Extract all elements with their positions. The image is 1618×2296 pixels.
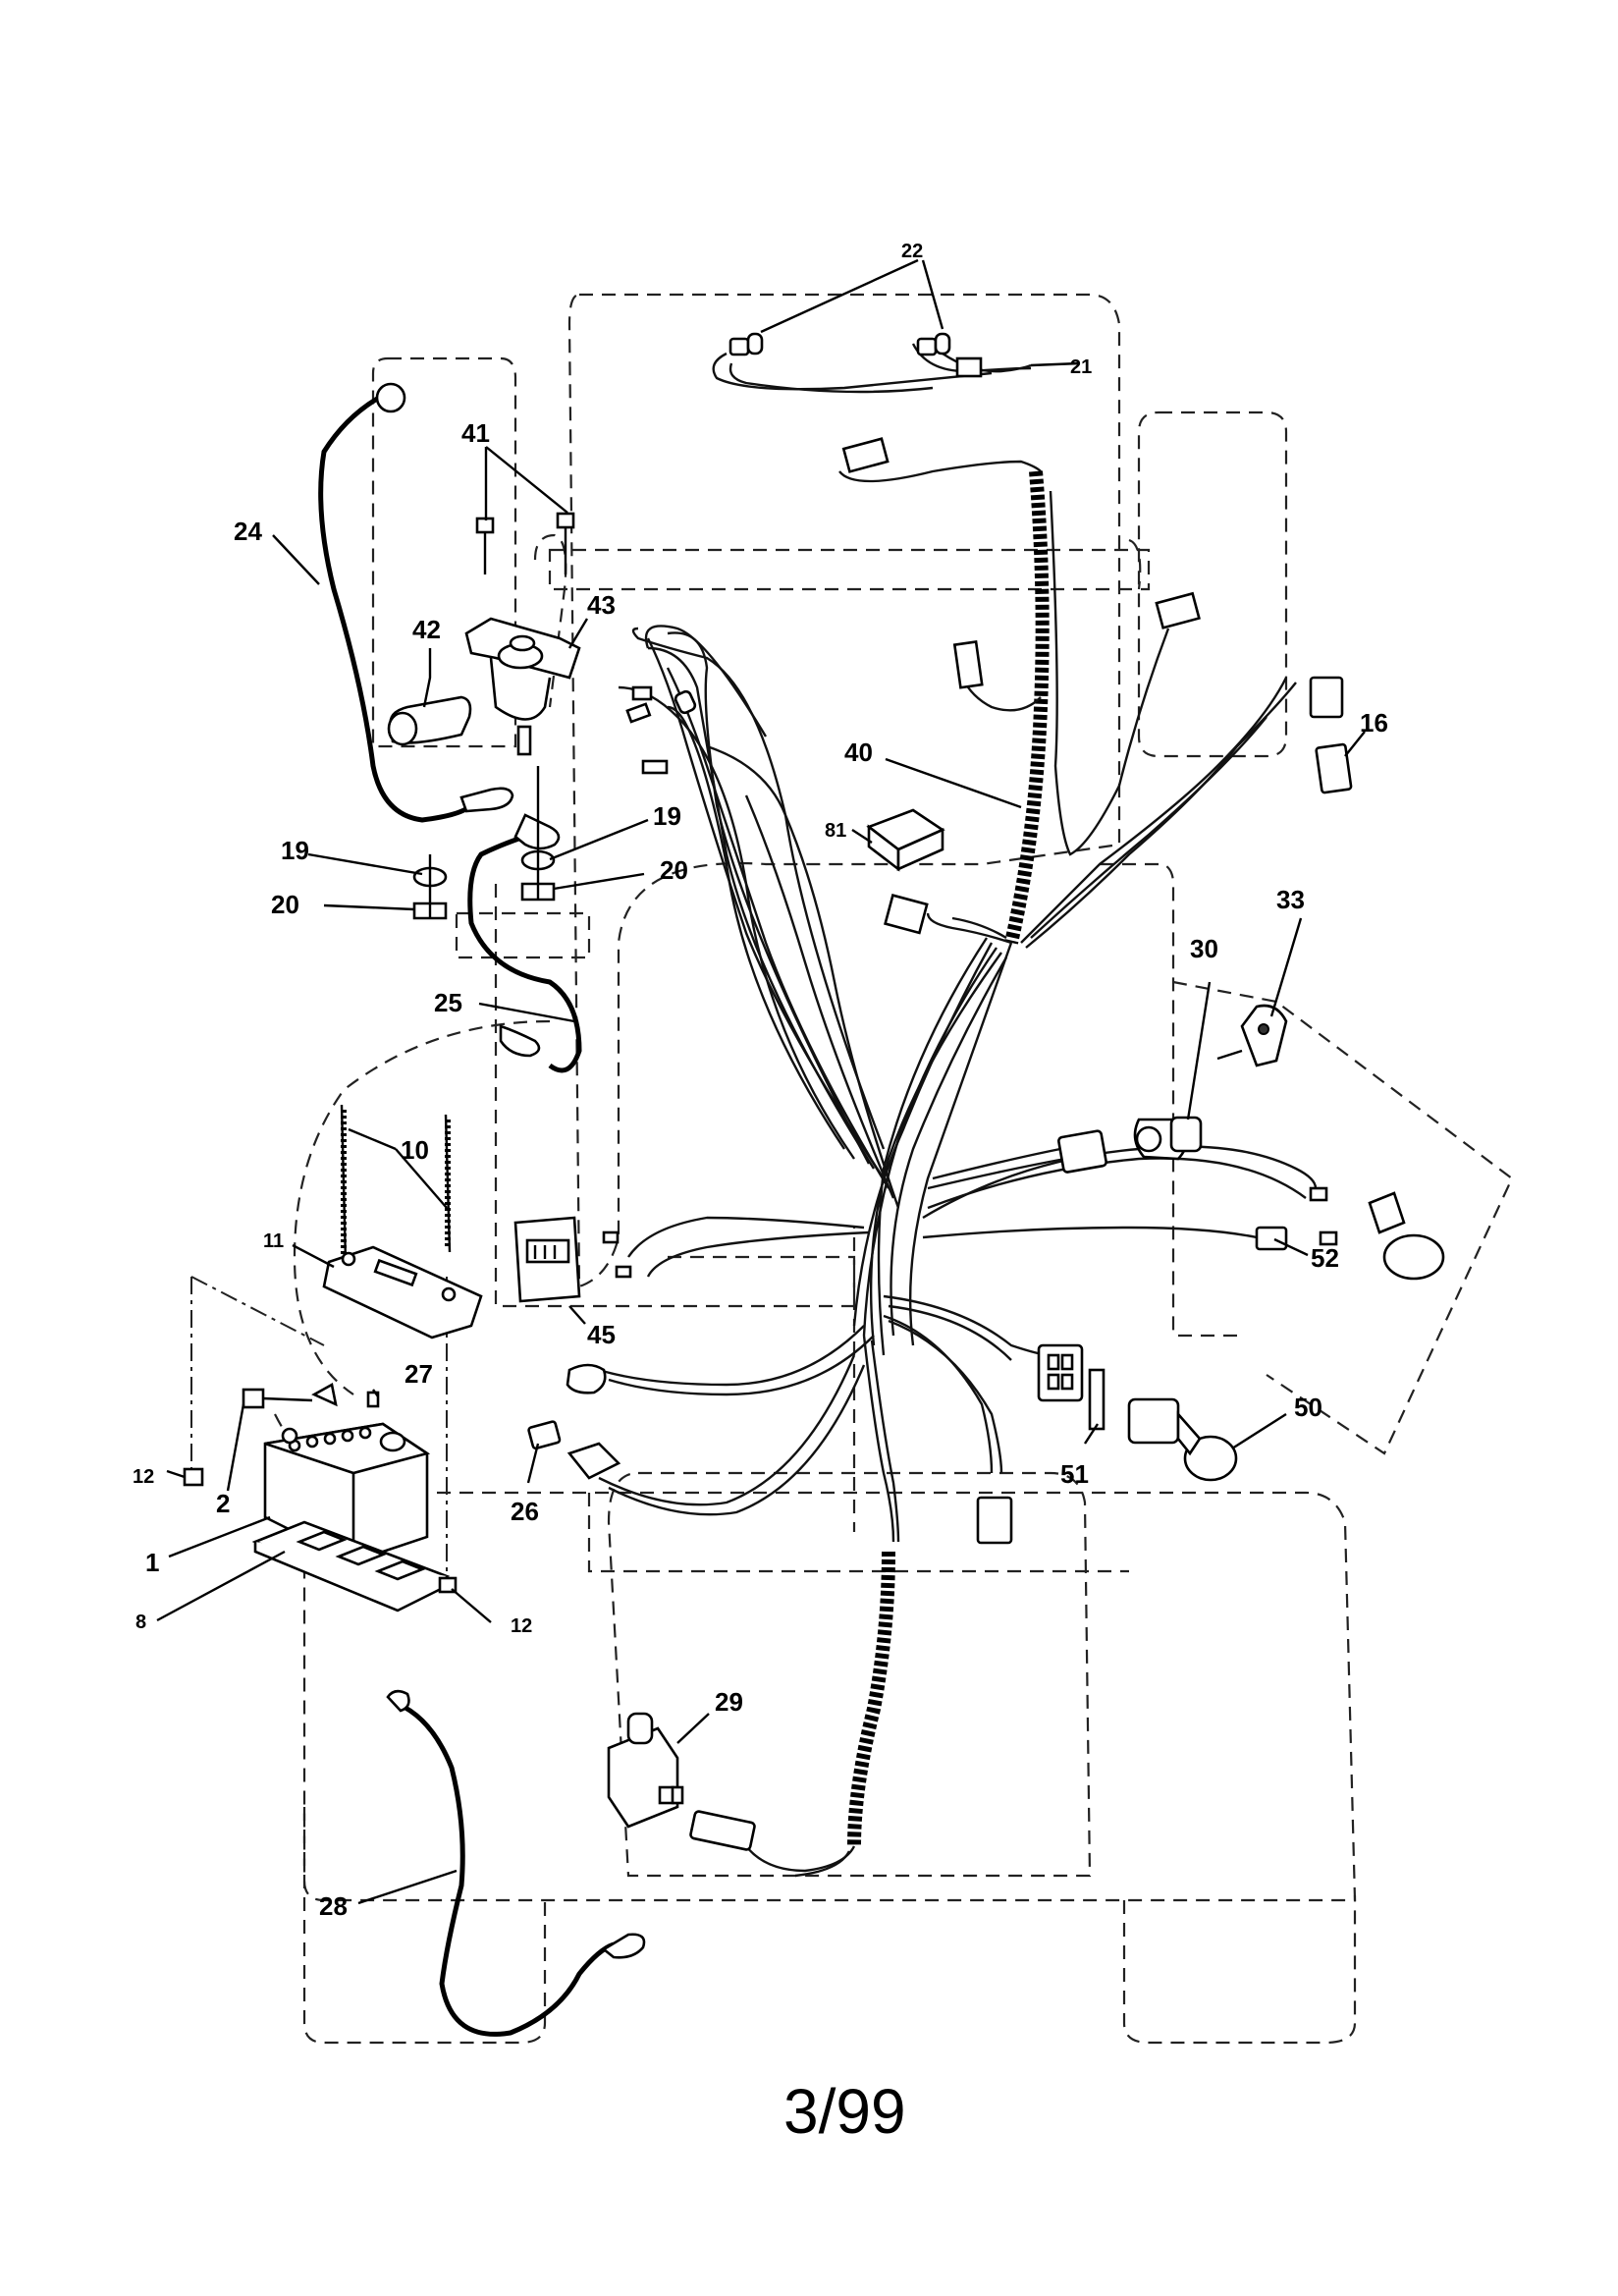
- harness-plug-mid: [952, 640, 984, 689]
- callout-24: 24: [234, 517, 262, 546]
- fuse-holder-26: [566, 1442, 621, 1480]
- bolt-41-left: [475, 517, 495, 574]
- terminal-right-1: [1309, 1186, 1328, 1202]
- inline-fuse-holder: [625, 702, 652, 724]
- upper-harness: [712, 343, 1297, 1878]
- callout-19-left: 19: [281, 836, 309, 865]
- callout-30: 30: [1190, 934, 1218, 963]
- main-wiring-harness: [598, 625, 1318, 1543]
- connector-16: [1315, 742, 1353, 794]
- parts: [183, 332, 1445, 2037]
- callout-41: 41: [461, 418, 490, 448]
- harness-terminal-upper-left: [641, 759, 669, 775]
- cable-28-eyelet-bottom: [601, 1933, 646, 1959]
- clip-12-left: [183, 1467, 204, 1487]
- callout-2: 2: [216, 1489, 230, 1518]
- headlight-bulb-right: [916, 332, 951, 356]
- callout-51: 51: [1060, 1459, 1089, 1489]
- safety-switch-33: [1216, 1004, 1288, 1067]
- callout-19-right: 19: [653, 801, 681, 831]
- callout-10: 10: [401, 1135, 429, 1165]
- battery-cable-24: [318, 390, 473, 823]
- relay-81-front: [896, 827, 944, 872]
- bolt-41-right: [556, 512, 575, 574]
- harness-connector-21: [955, 356, 983, 378]
- callout-16: 16: [1360, 708, 1388, 738]
- harness-connector-ignition: [1057, 1129, 1107, 1174]
- harness-connector-lower: [976, 1496, 1013, 1545]
- callout-22: 22: [901, 241, 923, 262]
- callout-12-left: 12: [133, 1466, 154, 1488]
- cable-24-eyelet-bottom: [459, 787, 514, 813]
- ground-eyelet: [566, 1363, 607, 1394]
- callout-20-right: 20: [660, 855, 688, 885]
- connector-52: [1255, 1226, 1288, 1251]
- callout-12-right: 12: [511, 1615, 532, 1637]
- fuse-26: [527, 1420, 562, 1450]
- light-socket: [1368, 1191, 1445, 1281]
- terminal-boot-42: [387, 695, 472, 746]
- callout-52: 52: [1311, 1243, 1339, 1273]
- starter-solenoid-43: [464, 617, 581, 756]
- battery-cable-28: [396, 1701, 615, 2037]
- callout-labels: 22 21 41 24 42 43 40 16 81 19 19 20 20 3…: [133, 241, 1388, 1921]
- battery-cable-25: [467, 832, 582, 1073]
- battery-hold-down-rods-10: [340, 1104, 452, 1263]
- callout-27: 27: [404, 1359, 433, 1389]
- harness-plug-right: [1155, 591, 1201, 629]
- headlight-bulb-left: [728, 332, 764, 356]
- terminal-right-2: [1319, 1230, 1338, 1246]
- callout-43: 43: [587, 590, 616, 620]
- seat-switch-connector: [689, 1810, 756, 1851]
- meter-terminal-1: [602, 1230, 620, 1244]
- callout-29: 29: [715, 1687, 743, 1717]
- leader-lines: [156, 258, 1366, 1905]
- callout-25: 25: [434, 988, 462, 1017]
- meter-terminal-2: [615, 1265, 632, 1279]
- harness-plug-lower-left: [884, 894, 929, 935]
- callout-33: 33: [1276, 885, 1305, 914]
- cable-24-eyelet-top: [375, 382, 406, 413]
- callout-1: 1: [145, 1548, 159, 1577]
- cable-25-eyelet-bottom: [499, 1024, 541, 1058]
- connector-51: [1037, 1343, 1106, 1431]
- battery-nut-27: [366, 1391, 380, 1408]
- seat-switch-29: [607, 1712, 684, 1829]
- callout-81: 81: [825, 820, 846, 842]
- callout-8: 8: [135, 1612, 146, 1633]
- battery-tray-8: [251, 1520, 451, 1613]
- callout-21: 21: [1070, 356, 1092, 378]
- callout-20-left: 20: [271, 890, 299, 919]
- page-number: 3/99: [783, 2076, 906, 2147]
- connector-16-socket: [1309, 676, 1344, 719]
- clip-12-right: [438, 1576, 458, 1594]
- pto-switch-50: [1127, 1397, 1238, 1482]
- battery-bolt-2: [242, 1388, 265, 1409]
- inline-fuse: [674, 689, 697, 715]
- harness-plug-upper: [841, 437, 890, 473]
- callout-11: 11: [263, 1230, 284, 1252]
- callout-50: 50: [1294, 1393, 1322, 1422]
- hour-meter-45: [513, 1216, 581, 1303]
- tractor-frame-outline: [190, 293, 1514, 2045]
- harness-terminal-small: [631, 685, 653, 701]
- callout-40: 40: [844, 738, 873, 767]
- battery-terminal-clamp: [311, 1382, 338, 1407]
- callout-28: 28: [319, 1891, 348, 1921]
- ignition-switch-30: [1133, 1116, 1203, 1161]
- callout-45: 45: [587, 1320, 616, 1349]
- cable-28-eyelet-top: [386, 1689, 410, 1713]
- callout-26: 26: [511, 1497, 539, 1526]
- battery-hold-down-11: [322, 1245, 483, 1339]
- callout-42: 42: [412, 615, 441, 644]
